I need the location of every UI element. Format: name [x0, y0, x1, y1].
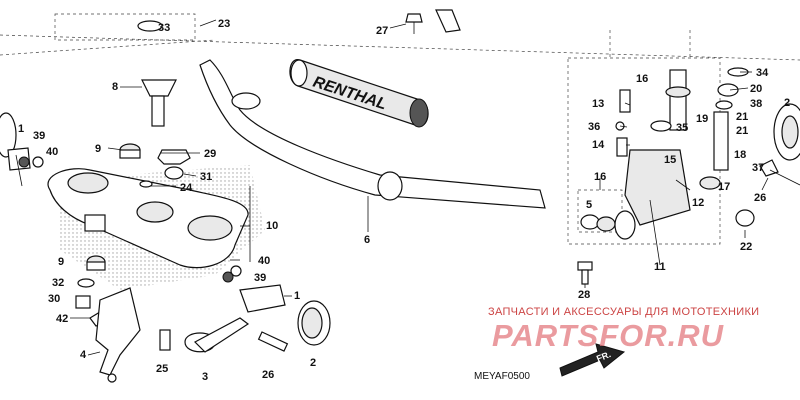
lower-left-parts: [75, 255, 141, 383]
callout-42: 42: [56, 313, 68, 325]
callout-9-lower: 9: [58, 256, 64, 268]
callout-15: 15: [664, 154, 676, 166]
callout-21-b: 21: [736, 125, 748, 137]
callout-40-left: 40: [46, 146, 58, 158]
callout-20: 20: [750, 83, 762, 95]
pinch-bolt-8: [120, 79, 177, 127]
front-direction-arrow: FR.: [559, 343, 626, 377]
callout-27: 27: [376, 25, 388, 37]
callout-22: 22: [740, 241, 752, 253]
callout-36: 36: [588, 121, 600, 133]
top-left-inset: [0, 13, 800, 61]
callout-26-right: 26: [754, 192, 766, 204]
callout-8: 8: [112, 81, 118, 93]
callout-17: 17: [718, 181, 730, 193]
callout-1-left: 1: [18, 123, 24, 135]
callout-10: 10: [266, 220, 278, 232]
callout-25: 25: [156, 363, 168, 375]
lower-middle-parts: [159, 265, 331, 353]
top-triple-clamp: [47, 168, 249, 269]
callout-4: 4: [80, 349, 87, 361]
callout-39-left: 39: [33, 130, 45, 142]
right-edge-parts: [759, 103, 800, 186]
callout-19: 19: [696, 113, 708, 125]
callout-37: 37: [752, 162, 764, 174]
callout-11: 11: [654, 261, 666, 273]
callout-31: 31: [200, 171, 212, 183]
callout-24: 24: [180, 182, 193, 194]
handlebar: [199, 59, 546, 209]
left-edge-parts: [0, 112, 44, 187]
callout-2-right: 2: [784, 97, 790, 109]
callout-14: 14: [592, 139, 605, 151]
callout-23: 23: [218, 18, 230, 30]
callout-30: 30: [48, 293, 60, 305]
bar-pad: RENTHAL: [289, 59, 429, 128]
steering-damper-parts: [577, 67, 755, 285]
callout-2-lower: 2: [310, 357, 316, 369]
callout-40-lower: 40: [258, 255, 270, 267]
callout-35: 35: [676, 122, 688, 134]
callout-12: 12: [692, 197, 704, 209]
callout-13: 13: [592, 98, 604, 110]
callout-21-a: 21: [736, 111, 748, 123]
watermark-logo: PARTSFOR.RU: [492, 318, 725, 353]
callout-38: 38: [750, 98, 762, 110]
callout-5: 5: [586, 199, 592, 211]
callout-16-top: 16: [636, 73, 648, 85]
callout-16-box: 16: [594, 171, 606, 183]
callout-33: 33: [158, 22, 170, 34]
fork-clamp-group: [567, 30, 721, 245]
callout-29: 29: [204, 148, 216, 160]
leader-lines: [70, 19, 769, 356]
callout-18: 18: [734, 149, 746, 161]
callout-34: 34: [756, 67, 769, 79]
callout-39-lower: 39: [254, 272, 266, 284]
callout-3: 3: [202, 371, 208, 383]
watermark-subtitle: ЗАПЧАСТИ И АКСЕССУАРЫ ДЛЯ МОТОТЕХНИКИ: [488, 306, 760, 318]
callout-numbers: 1 1 2 2 3 4 5 6 8 9 9 10 11 12 13 14 15 …: [18, 18, 790, 383]
stem-nuts: [119, 143, 191, 188]
callout-6: 6: [364, 234, 370, 246]
top-center-parts: [137, 9, 461, 34]
callout-26-lower: 26: [262, 369, 274, 381]
callout-9-upper: 9: [95, 143, 101, 155]
callout-32: 32: [52, 277, 64, 289]
diagram-code: MEYAF0500: [474, 371, 530, 382]
callout-28: 28: [578, 289, 590, 301]
callout-1-lower: 1: [294, 290, 300, 302]
